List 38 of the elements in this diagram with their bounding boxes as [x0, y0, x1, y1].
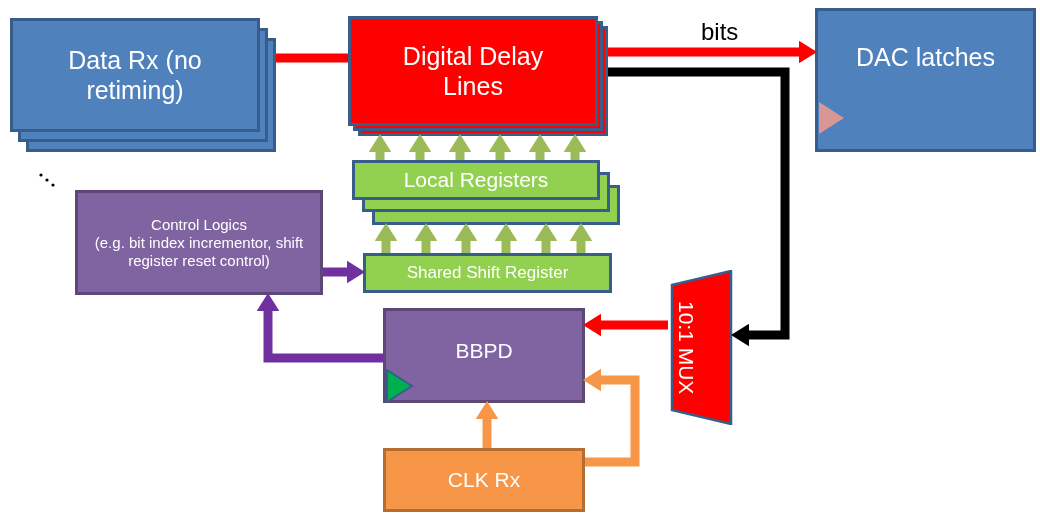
block	[383, 448, 585, 512]
arrow	[408, 134, 432, 160]
arrow	[323, 260, 365, 284]
arrow	[494, 223, 518, 253]
block-label: DAC latches	[856, 42, 995, 72]
stacked-block	[348, 16, 608, 136]
block	[75, 190, 323, 295]
block	[383, 308, 585, 403]
arrow	[608, 67, 790, 347]
block-label: Shared Shift Register	[406, 262, 569, 284]
stacked-block	[352, 160, 620, 225]
block-label: 10:1 MUX	[675, 300, 700, 395]
arrow	[256, 293, 383, 363]
arrow	[368, 134, 392, 160]
arrow	[475, 401, 499, 448]
arrow	[583, 313, 668, 337]
arrow	[528, 134, 552, 160]
arrow	[583, 368, 640, 467]
arrow	[488, 134, 512, 160]
block-label: CLK Rx	[447, 467, 521, 493]
arrow	[374, 223, 398, 253]
block-label: BBPD	[455, 337, 513, 364]
block-title: Control Logics	[151, 215, 247, 234]
arrow	[569, 223, 593, 253]
arrow	[454, 223, 478, 253]
block-label: Data Rx (no retiming)	[67, 45, 203, 105]
block-label: (e.g. bit index incrementor, shift register reset control)	[93, 233, 305, 270]
arrow	[414, 223, 438, 253]
arrow	[448, 134, 472, 160]
block-label: Local Registers	[403, 167, 549, 193]
stacked-block	[10, 18, 276, 152]
block	[363, 253, 612, 293]
block-label: Digital Delay Lines	[401, 41, 545, 101]
block	[815, 8, 1036, 152]
multiplexer-block	[668, 270, 733, 425]
arrow	[534, 223, 558, 253]
arrow	[563, 134, 587, 160]
arrow	[608, 40, 817, 64]
